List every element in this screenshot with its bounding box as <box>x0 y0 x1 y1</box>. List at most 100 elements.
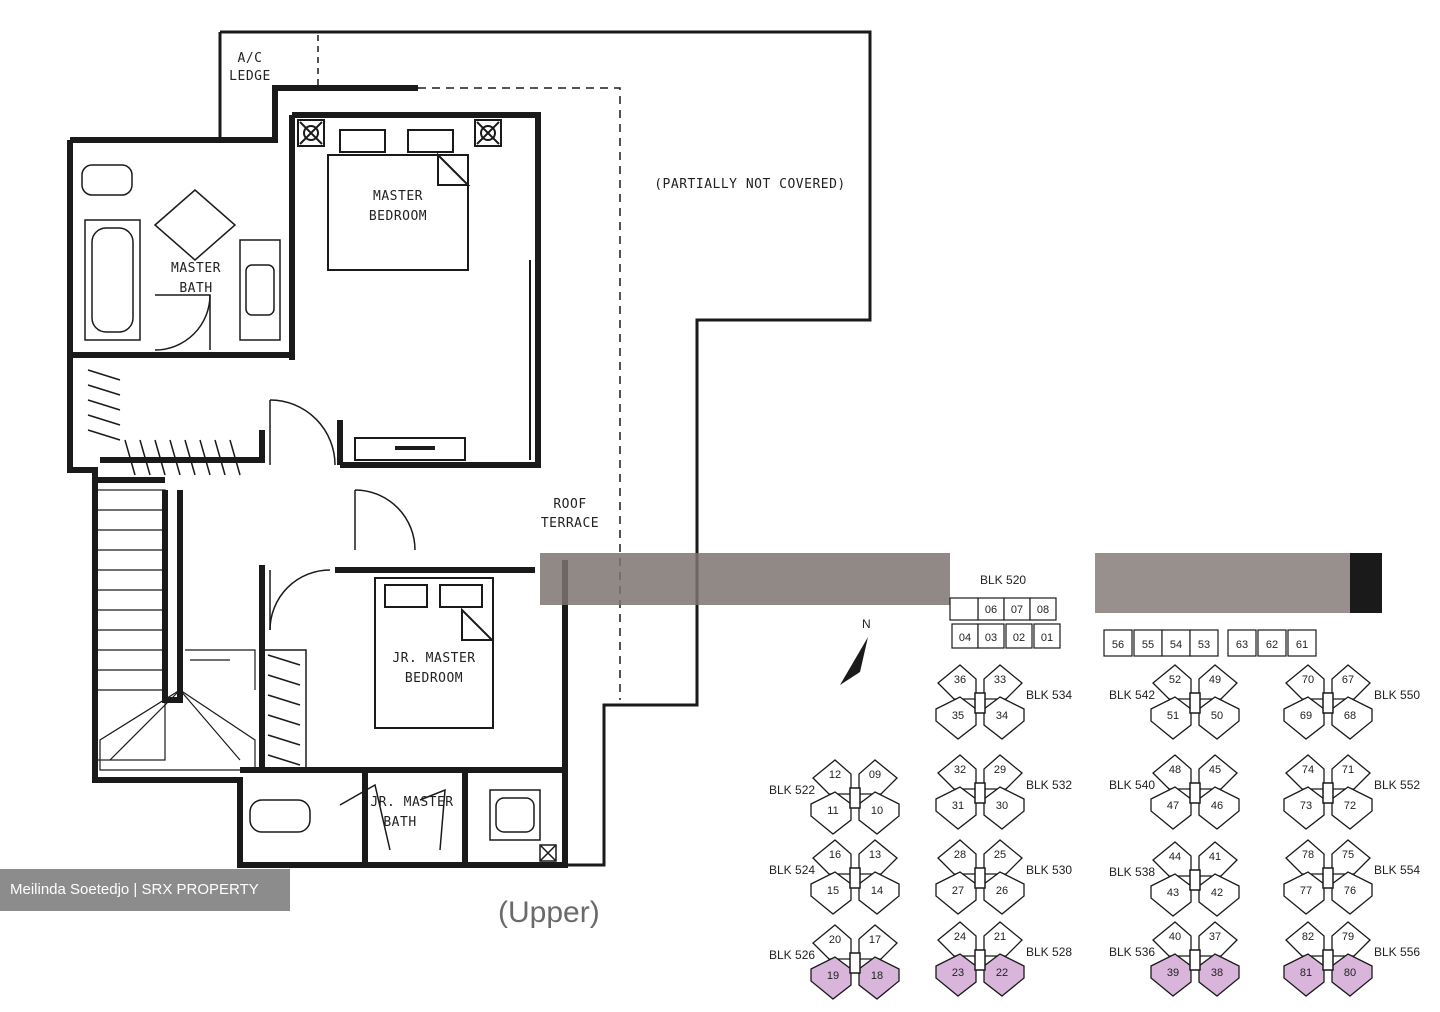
unit-label: 62 <box>1266 639 1278 651</box>
unit-label: 70 <box>1302 674 1314 686</box>
unit-label: 09 <box>869 769 881 781</box>
unit-label: 40 <box>1169 931 1181 943</box>
unit-shape <box>983 696 1025 740</box>
unit-label: 81 <box>1300 967 1312 979</box>
block-core <box>974 782 986 804</box>
block-label: BLK 554 <box>1374 863 1420 877</box>
unit-label: 54 <box>1170 639 1182 651</box>
block-label: BLK 524 <box>769 863 815 877</box>
unit-label: 14 <box>871 885 883 897</box>
unit-shape <box>1198 953 1240 997</box>
unit-label: 45 <box>1209 764 1221 776</box>
unit-label: 46 <box>1211 800 1223 812</box>
unit-shape <box>1150 786 1192 830</box>
unit-label: 22 <box>996 967 1008 979</box>
unit-shape <box>1150 696 1192 740</box>
unit-shape <box>935 953 977 997</box>
unit-box <box>1029 597 1057 621</box>
unit-shape <box>983 921 1023 957</box>
doors <box>269 399 446 851</box>
ac-ledge-label: A/C <box>238 51 263 66</box>
unit-shape <box>858 871 900 915</box>
unit-label: 47 <box>1167 800 1179 812</box>
block-label: BLK 532 <box>1026 778 1072 792</box>
unit-shape <box>983 839 1023 875</box>
block-core <box>1189 869 1201 891</box>
unit-label: 37 <box>1209 931 1221 943</box>
unit-shape <box>1152 664 1192 700</box>
unit-shape <box>858 759 898 795</box>
unit-box <box>1227 629 1257 657</box>
unit-label: 20 <box>829 934 841 946</box>
block-core <box>974 867 986 889</box>
unit-shape <box>812 924 852 960</box>
unit-label: 73 <box>1300 800 1312 812</box>
block-label: BLK 550 <box>1374 688 1420 702</box>
partially-not-covered-label: (PARTIALLY NOT COVERED) <box>654 177 846 192</box>
unit-label: 42 <box>1211 887 1223 899</box>
north-arrow-icon: N <box>840 617 871 685</box>
unit-box <box>949 597 979 621</box>
unit-shape <box>858 791 900 835</box>
unit-label: 72 <box>1344 800 1356 812</box>
unit-shape <box>1198 664 1238 700</box>
unit-label: 29 <box>994 764 1006 776</box>
unit-label: 06 <box>985 604 997 616</box>
unit-shape <box>983 664 1023 700</box>
unit-label: 63 <box>1236 639 1248 651</box>
unit-label: 41 <box>1209 851 1221 863</box>
master-bath-label: MASTER <box>171 261 221 276</box>
unit-label: 33 <box>994 674 1006 686</box>
unit-label: 31 <box>952 800 964 812</box>
unit-label: 80 <box>1344 967 1356 979</box>
unit-label: 69 <box>1300 710 1312 722</box>
unit-shape <box>812 759 852 795</box>
unit-box <box>1189 629 1219 657</box>
unit-shape <box>1150 873 1192 917</box>
unit-shape <box>1283 786 1325 830</box>
unit-shape <box>983 871 1025 915</box>
unit-shape <box>1285 664 1325 700</box>
unit-shape <box>1331 871 1373 915</box>
block-label: BLK 536 <box>1109 945 1155 959</box>
unit-shape <box>1198 786 1240 830</box>
junior-bath-fixtures <box>249 789 557 862</box>
unit-label: 71 <box>1342 764 1354 776</box>
unit-label: 39 <box>1167 967 1179 979</box>
block-label: BLK 526 <box>769 948 815 962</box>
block-core <box>849 787 861 809</box>
unit-shape <box>983 953 1025 997</box>
unit-shape <box>1331 921 1371 957</box>
unit-label: 08 <box>1037 604 1049 616</box>
unit-box <box>1133 629 1163 657</box>
unit-shape <box>858 924 898 960</box>
junior-master-bedroom-label-2: BEDROOM <box>405 671 463 686</box>
unit-shape <box>810 791 852 835</box>
unit-shape <box>1198 921 1238 957</box>
unit-label: 02 <box>1013 632 1025 644</box>
unit-shape <box>1285 754 1325 790</box>
unit-shape <box>1331 839 1371 875</box>
junior-master-bedroom-label: JR. MASTER <box>392 651 475 666</box>
block-label: BLK 538 <box>1109 865 1155 879</box>
block-label: BLK 552 <box>1374 778 1420 792</box>
unit-shape <box>1331 953 1373 997</box>
unit-label: 56 <box>1112 639 1124 651</box>
unit-label: 61 <box>1296 639 1308 651</box>
unit-label: 28 <box>954 849 966 861</box>
unit-box <box>1033 623 1061 649</box>
unit-shape <box>937 754 977 790</box>
block-core <box>974 949 986 971</box>
unit-shape <box>858 839 898 875</box>
block-label: BLK 540 <box>1109 778 1155 792</box>
unit-label: 34 <box>996 710 1008 722</box>
block-core <box>974 692 986 714</box>
watermark: Meilinda Soetedjo | SRX PROPERTY <box>0 869 290 911</box>
